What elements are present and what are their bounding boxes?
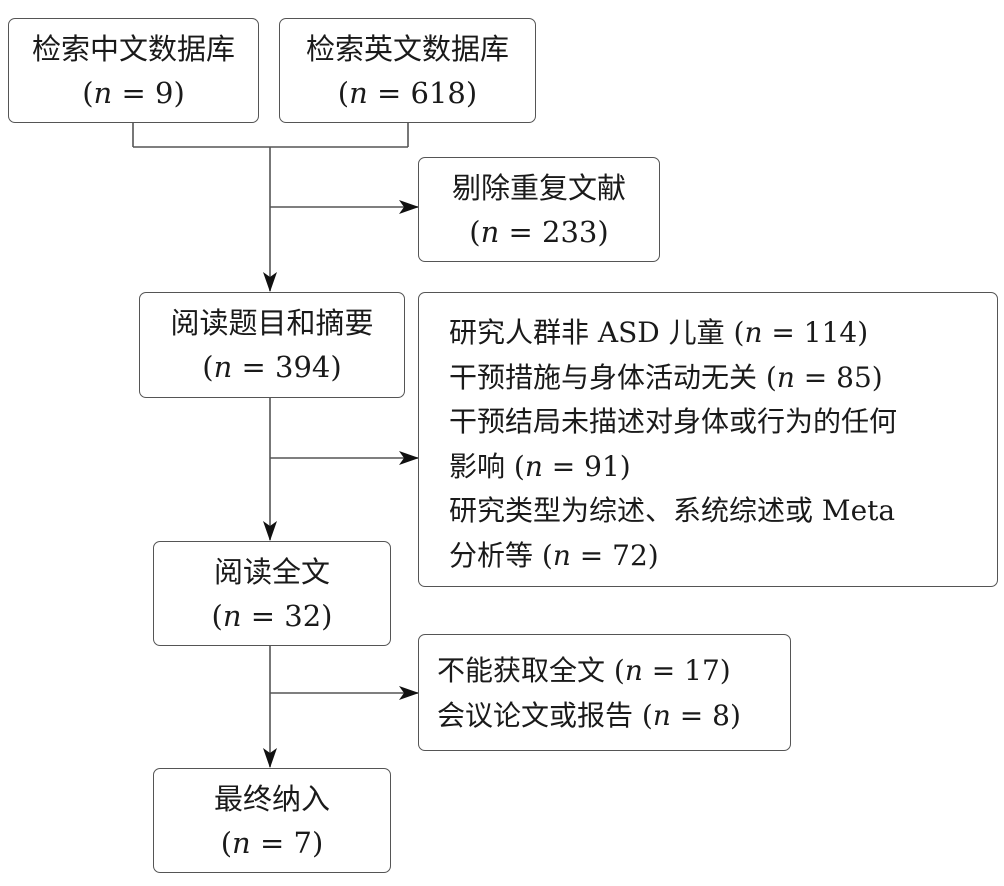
box-title-abstract-count: (n = 394): [202, 350, 342, 384]
box-chinese-database-count: (n = 9): [82, 75, 185, 110]
box-chinese-database-title: 检索中文数据库: [31, 31, 235, 66]
box-remove-duplicates: 剔除重复文献 (n = 233): [418, 157, 660, 262]
box-english-database-count: (n = 618): [337, 75, 478, 110]
box-title-abstract-screening: 阅读题目和摘要 (n = 394): [139, 292, 405, 398]
box-chinese-database: 检索中文数据库 (n = 9): [8, 18, 259, 123]
exclusion-item-intervention: 干预措施与身体活动无关 (n = 85): [449, 360, 883, 394]
box-full-text-title: 阅读全文: [213, 554, 330, 589]
box-final-inclusion: 最终纳入 (n = 7): [153, 768, 391, 873]
box-full-text-review: 阅读全文 (n = 32): [153, 541, 391, 646]
box-final-inclusion-title: 最终纳入: [213, 781, 330, 816]
exclusion-item-conference: 会议论文或报告 (n = 8): [437, 698, 741, 732]
exclusion-item-study-type-cont: 分析等 (n = 72): [449, 538, 659, 572]
box-final-inclusion-count: (n = 7): [220, 825, 324, 860]
box-full-text-count: (n = 32): [211, 598, 333, 633]
box-exclusion-reasons-fulltext: 不能获取全文 (n = 17) 会议论文或报告 (n = 8): [418, 634, 791, 751]
box-english-database-title: 检索英文数据库: [305, 31, 509, 66]
box-remove-duplicates-count: (n = 233): [469, 214, 609, 249]
exclusion-item-study-type: 研究类型为综述、系统综述或 Meta: [449, 494, 896, 527]
box-remove-duplicates-title: 剔除重复文献: [451, 170, 626, 205]
exclusion-item-no-fulltext: 不能获取全文 (n = 17): [437, 654, 731, 687]
exclusion-item-outcome: 干预结局未描述对身体或行为的任何: [449, 405, 898, 438]
exclusion-item-outcome-cont: 影响 (n = 91): [449, 449, 631, 483]
box-title-abstract-title: 阅读题目和摘要: [170, 306, 374, 340]
exclusion-item-population: 研究人群非 ASD 儿童 (n = 114): [449, 316, 869, 349]
box-english-database: 检索英文数据库 (n = 618): [279, 18, 536, 123]
box-exclusion-reasons-screening: 研究人群非 ASD 儿童 (n = 114) 干预措施与身体活动无关 (n = …: [418, 292, 998, 587]
